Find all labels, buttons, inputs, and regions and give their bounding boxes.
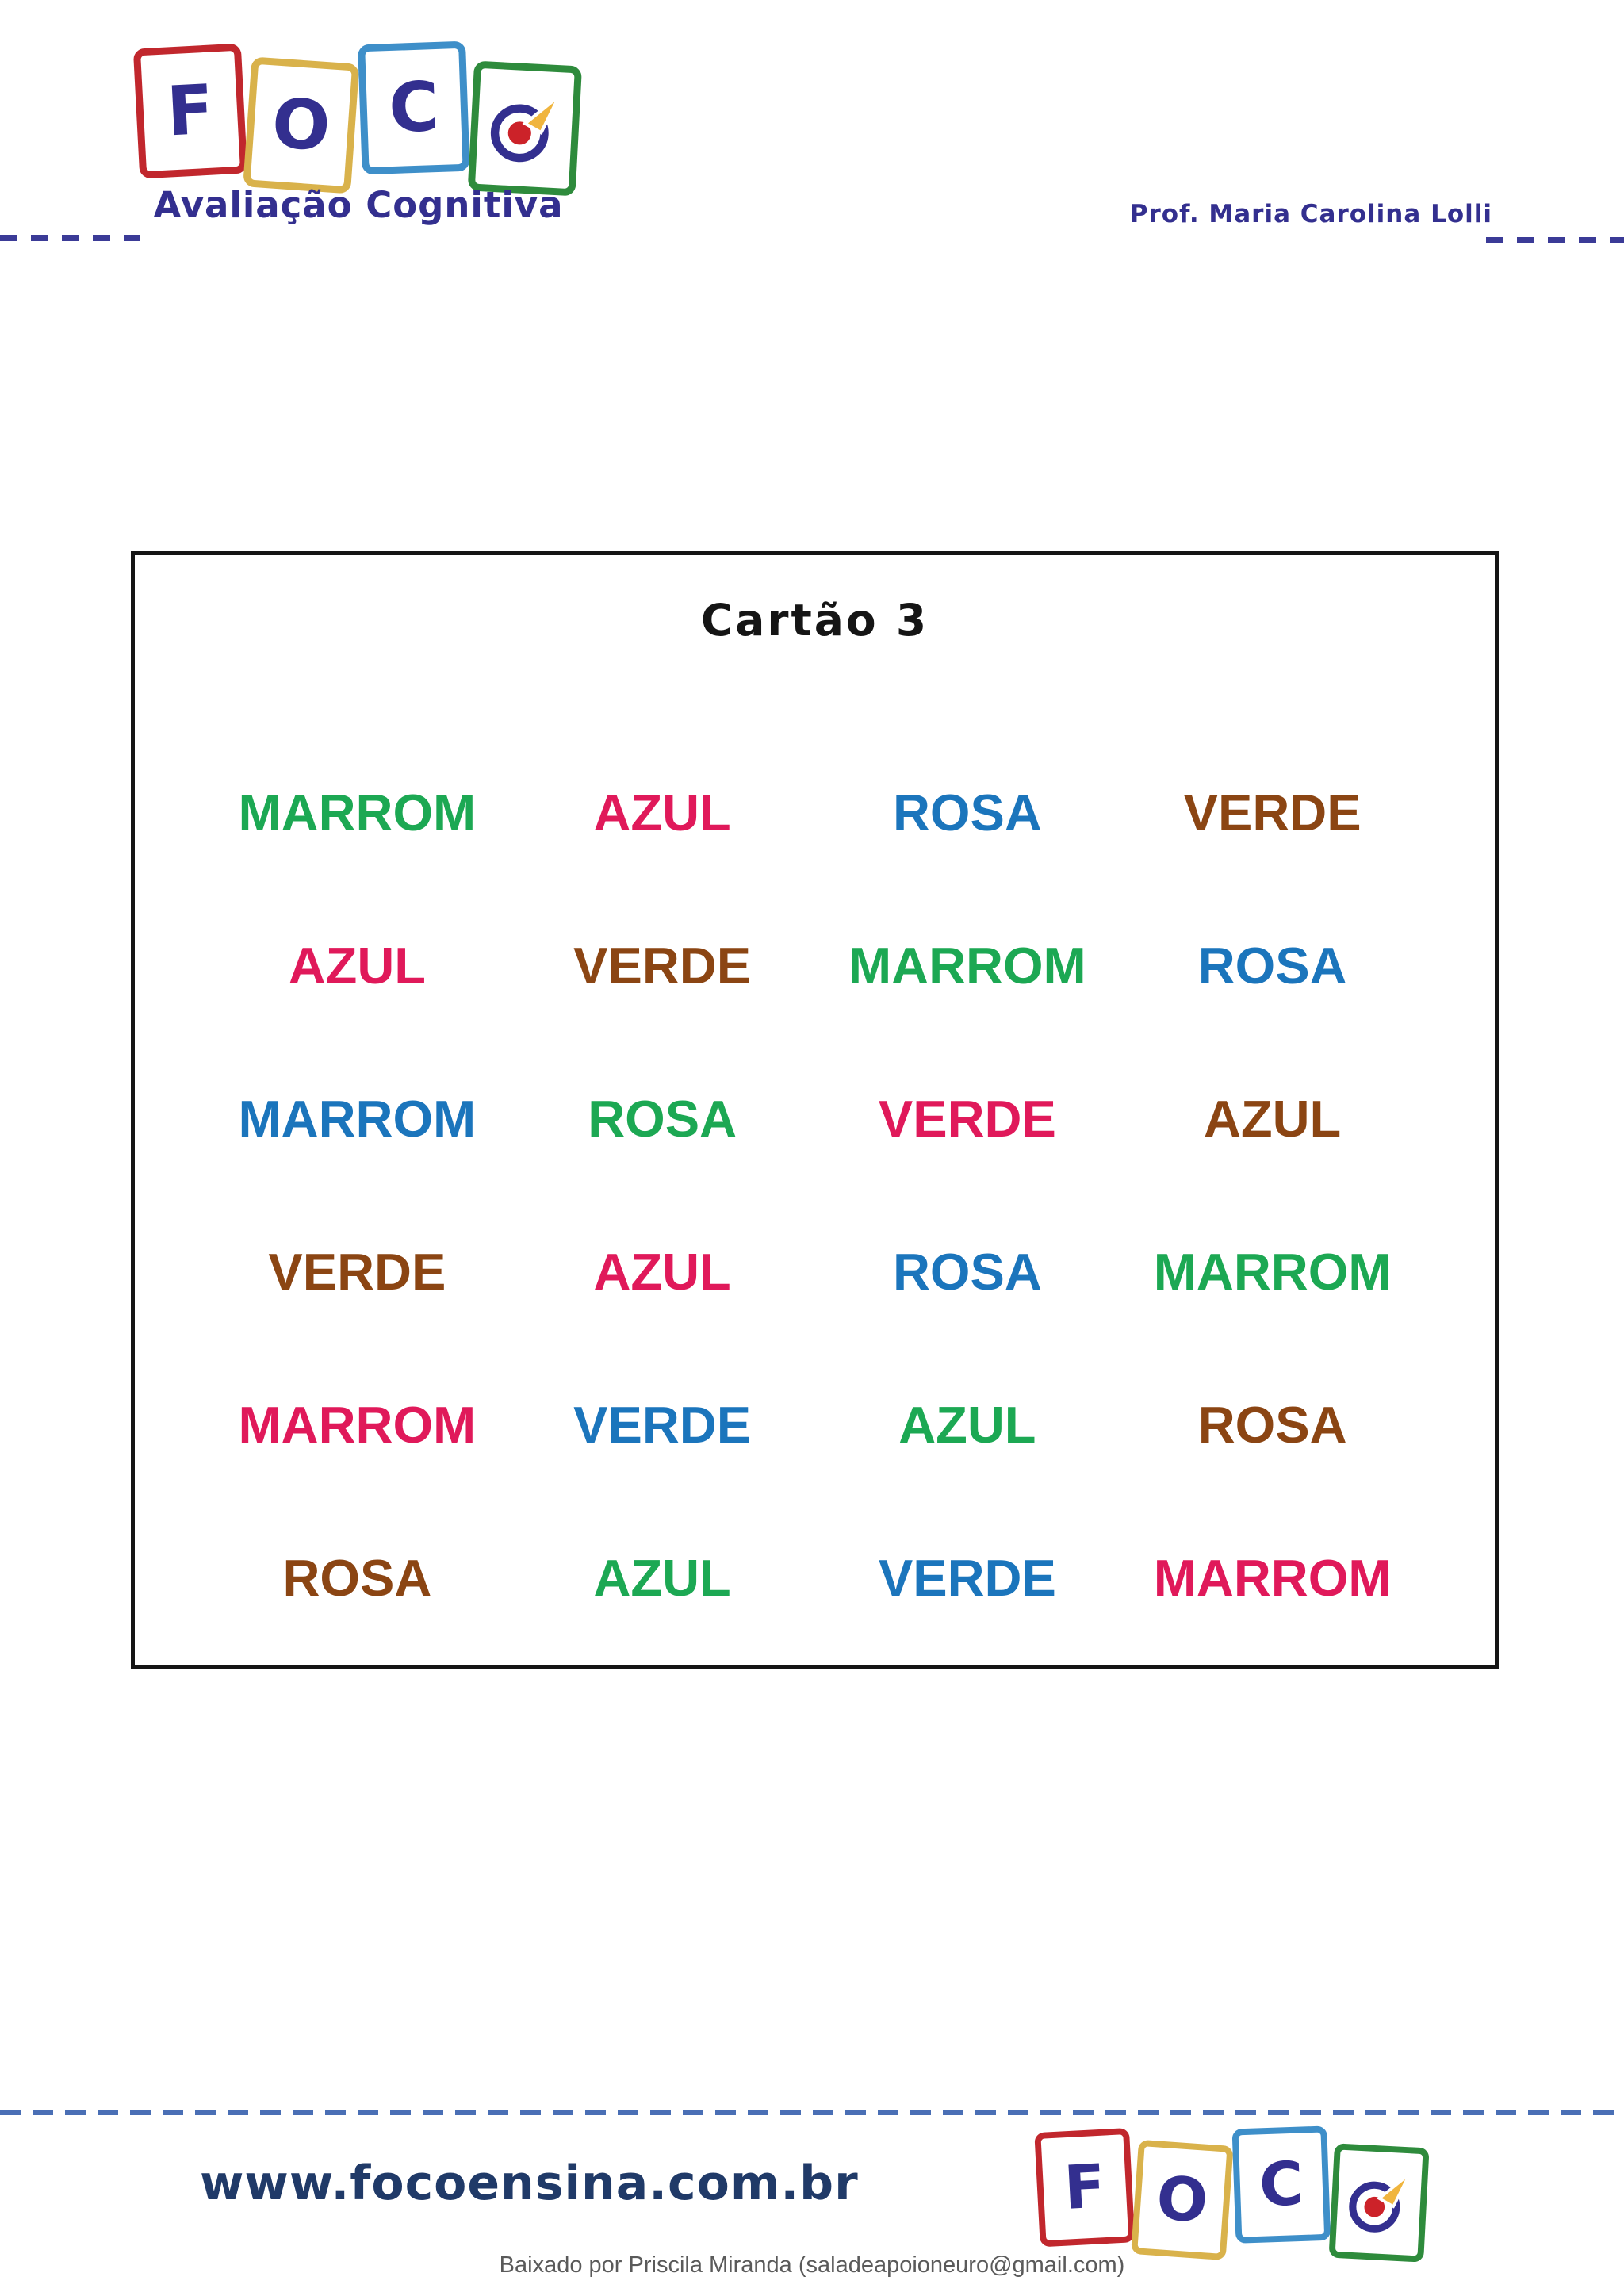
stroop-word: VERDE — [878, 1090, 1056, 1148]
stroop-word: VERDE — [573, 937, 752, 995]
top-left-dashed-rule — [0, 235, 140, 241]
logo-block-f: F — [132, 43, 248, 179]
stroop-word: MARROM — [238, 1090, 477, 1148]
professor-name: Prof. Maria Carolina Lolli — [1129, 200, 1492, 228]
stroop-word: MARROM — [848, 937, 1086, 995]
foco-logo: F O C — [132, 40, 583, 197]
logo-letter-o: O — [1154, 2163, 1210, 2237]
website-url: www.focoensina.com.br — [200, 2156, 859, 2211]
top-right-dashed-rule — [1486, 237, 1624, 243]
download-note: Baixado por Priscila Miranda (saladeapoi… — [499, 2252, 1125, 2278]
logo-block-target — [467, 60, 583, 197]
logo-letter-o: O — [269, 83, 333, 167]
word-row: MARROM AZUL ROSA VERDE — [205, 736, 1425, 889]
stroop-word: AZUL — [593, 784, 731, 841]
target-icon — [490, 94, 561, 163]
word-row: AZUL VERDE MARROM ROSA — [205, 889, 1425, 1042]
logo-letter-c: C — [387, 67, 441, 149]
target-icon — [1349, 2172, 1411, 2233]
logo-block-f: F — [1034, 2127, 1136, 2248]
stroop-word: ROSA — [588, 1090, 737, 1148]
logo-letter-f: F — [1062, 2151, 1107, 2224]
stroop-word: AZUL — [288, 937, 427, 995]
stroop-word: MARROM — [238, 1396, 477, 1454]
stroop-word: ROSA — [1197, 1396, 1347, 1454]
stroop-word: AZUL — [593, 1549, 731, 1607]
stroop-word: MARROM — [1153, 1549, 1392, 1607]
stroop-word: ROSA — [892, 784, 1042, 841]
word-row: MARROM VERDE AZUL ROSA — [205, 1348, 1425, 1501]
stroop-word: AZUL — [593, 1243, 731, 1301]
stroop-word: ROSA — [282, 1549, 432, 1607]
stroop-word: VERDE — [573, 1396, 752, 1454]
stroop-word: MARROM — [238, 784, 477, 841]
logo-block-target — [1328, 2143, 1430, 2263]
stroop-word: VERDE — [878, 1549, 1056, 1607]
logo-block-c: C — [1231, 2125, 1331, 2244]
logo-letter-c: C — [1258, 2148, 1305, 2221]
stroop-word: AZUL — [1203, 1090, 1342, 1148]
card-title: Cartão 3 — [700, 595, 929, 646]
logo-block-o: O — [1131, 2139, 1234, 2261]
logo-subtitle: Avaliação Cognitiva — [153, 184, 564, 226]
word-row: VERDE AZUL ROSA MARROM — [205, 1195, 1425, 1348]
word-row: ROSA AZUL VERDE MARROM — [205, 1501, 1425, 1654]
foco-logo-footer: F O C — [1034, 2125, 1430, 2263]
stroop-word: VERDE — [1183, 784, 1362, 841]
word-row: MARROM ROSA VERDE AZUL — [205, 1042, 1425, 1195]
logo-block-o: O — [243, 56, 360, 194]
stroop-word: ROSA — [1197, 937, 1347, 995]
footer-dashed-rule — [0, 2110, 1624, 2115]
stroop-word: ROSA — [892, 1243, 1042, 1301]
stroop-word: VERDE — [268, 1243, 446, 1301]
stroop-word: MARROM — [1153, 1243, 1392, 1301]
logo-block-c: C — [358, 40, 470, 175]
logo-letter-f: F — [165, 70, 216, 152]
stroop-word: AZUL — [898, 1396, 1036, 1454]
